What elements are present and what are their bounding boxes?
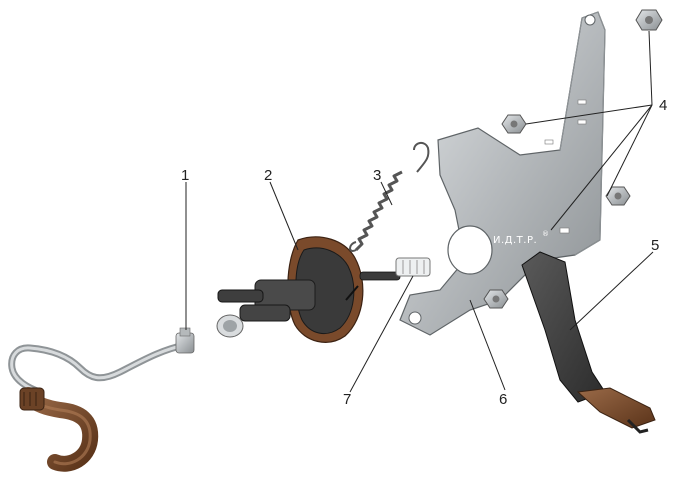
return-spring: [349, 142, 430, 252]
leader-2: [269, 181, 299, 251]
watermark-text: И.Д.Т.Р.: [493, 235, 537, 246]
leader-4a: [525, 104, 653, 125]
nut-lower: [483, 289, 509, 309]
leader-lines: [185, 30, 654, 393]
callout-3: 3: [373, 167, 381, 184]
watermark-registered-mark: ®: [542, 230, 550, 238]
callout-2: 2: [264, 167, 272, 184]
nut-right: [605, 186, 631, 206]
clutch-pedal: [521, 251, 656, 434]
leader-4b: [606, 104, 653, 197]
nut-left: [501, 114, 527, 134]
nut-top: [635, 9, 663, 31]
hydraulic-tube: [8, 327, 195, 472]
leader-7: [349, 275, 414, 393]
leader-4c: [550, 104, 653, 231]
leader-3: [380, 181, 393, 206]
pedal-bracket: И.Д.Т.Р. ®: [399, 11, 606, 336]
callout-labels: 1 2 3 4 5 6 7: [181, 97, 667, 408]
leader-5: [569, 251, 654, 331]
callout-6: 6: [499, 391, 507, 408]
callout-7: 7: [343, 391, 351, 408]
leader-4d: [648, 30, 653, 106]
pushrod-clevis: [395, 257, 431, 277]
fastener-nuts: [483, 9, 663, 309]
clutch-master-cylinder: [216, 236, 401, 343]
callout-5: 5: [651, 237, 659, 254]
callout-1: 1: [181, 167, 189, 184]
leader-6: [469, 299, 506, 391]
callout-4: 4: [659, 97, 667, 114]
